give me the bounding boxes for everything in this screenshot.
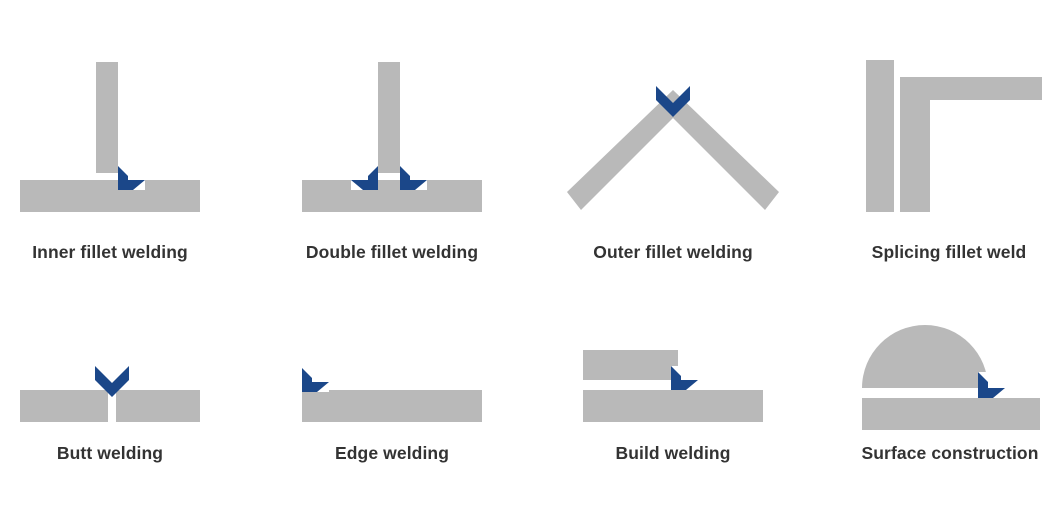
weld-mark-corner-chevron-notch bbox=[302, 368, 312, 378]
panel-butt-welding: Butt welding bbox=[0, 330, 220, 480]
weld-mark-down-chevron bbox=[95, 366, 129, 397]
caption-double-fillet-welding: Double fillet welding bbox=[305, 242, 479, 262]
weld-mark-notch-right bbox=[400, 166, 410, 176]
horizontal-plate bbox=[302, 180, 482, 212]
angle-plate bbox=[900, 77, 1042, 212]
weld-mark-corner-chevron-tail bbox=[133, 180, 145, 190]
caption-edge-welding: Edge welding bbox=[335, 443, 449, 463]
weld-mark-corner-chevron-tail bbox=[686, 380, 698, 390]
diagram-surface-construction bbox=[862, 325, 1040, 430]
lower-plate bbox=[583, 390, 763, 422]
vertical-plate bbox=[378, 62, 400, 173]
horizontal-plate-right bbox=[116, 390, 200, 422]
weld-mark-down-chevron bbox=[656, 86, 690, 117]
panel-edge-welding: Edge welding bbox=[282, 330, 502, 480]
caption-inner-fillet-welding: Inner fillet welding bbox=[32, 242, 188, 262]
caption-outer-fillet-welding: Outer fillet welding bbox=[593, 242, 753, 262]
horizontal-plate bbox=[302, 390, 482, 422]
panel-outer-fillet-welding: Outer fillet welding bbox=[563, 40, 783, 280]
diagram-inner-fillet-welding bbox=[20, 62, 200, 212]
caption-butt-welding: Butt welding bbox=[56, 443, 164, 463]
diagram-double-fillet-welding bbox=[302, 62, 482, 212]
horizontal-plate bbox=[20, 180, 200, 212]
horizontal-plate bbox=[862, 398, 1040, 430]
diagram-butt-welding bbox=[20, 366, 200, 422]
vertical-plate bbox=[96, 62, 118, 173]
diagonal-plate-left bbox=[567, 90, 673, 210]
panel-build-welding: Build welding bbox=[563, 330, 783, 480]
diagonal-plate-right bbox=[673, 90, 779, 210]
panel-inner-fillet-welding: Inner fillet welding bbox=[0, 40, 220, 280]
panel-surface-construction: Surface construction bbox=[840, 310, 1060, 480]
panel-splicing-fillet-weld: Splicing fillet weld bbox=[838, 40, 1060, 280]
diagram-edge-welding bbox=[302, 368, 482, 422]
vertical-plate bbox=[866, 60, 894, 212]
caption-surface-construction: Surface construction bbox=[861, 443, 1039, 463]
weld-mark-corner-chevron-tail bbox=[317, 382, 329, 392]
weld-mark-tail-left bbox=[351, 180, 363, 190]
weld-mark-corner-chevron-notch bbox=[671, 366, 681, 376]
panel-double-fillet-welding: Double fillet welding bbox=[282, 40, 502, 280]
weld-mark-corner-chevron-tail bbox=[993, 388, 1005, 398]
dome bbox=[862, 325, 988, 388]
upper-plate bbox=[583, 350, 678, 380]
weld-mark-notch-left bbox=[368, 166, 378, 176]
horizontal-plate-left bbox=[20, 390, 108, 422]
weld-mark-tail-right bbox=[415, 180, 427, 190]
diagram-build-welding bbox=[583, 350, 763, 422]
diagram-splicing-fillet-weld bbox=[866, 60, 1042, 212]
caption-build-welding: Build welding bbox=[615, 443, 731, 463]
caption-splicing-fillet-weld: Splicing fillet weld bbox=[871, 242, 1027, 262]
weld-mark-right bbox=[400, 166, 427, 190]
diagram-outer-fillet-welding bbox=[567, 86, 779, 210]
weld-mark-corner-chevron-notch bbox=[118, 166, 128, 176]
weld-mark-corner-chevron-notch bbox=[978, 372, 988, 382]
weld-mark-left bbox=[351, 166, 378, 190]
